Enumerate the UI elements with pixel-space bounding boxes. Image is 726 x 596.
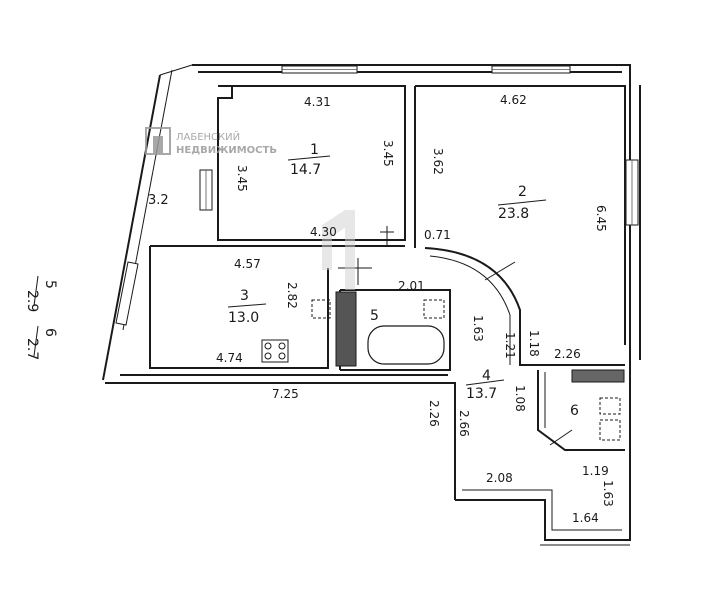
room-6-number: 6 bbox=[570, 403, 579, 419]
room-5-number: 5 bbox=[370, 308, 379, 324]
watermark: ЛАБЕНСКИЙ НЕДВИЖИМОСТЬ bbox=[145, 127, 355, 290]
dim-balcony: 3.2 bbox=[148, 193, 169, 208]
watermark-line2: НЕДВИЖИМОСТЬ bbox=[176, 145, 277, 156]
watermark-line1: ЛАБЕНСКИЙ bbox=[176, 130, 240, 143]
room-1-number: 1 bbox=[310, 142, 319, 158]
dim-r3-top: 4.57 bbox=[234, 257, 261, 271]
room-4-number: 4 bbox=[482, 368, 491, 384]
dim-r1-top: 4.31 bbox=[304, 95, 331, 109]
dim-r3-right: 2.82 bbox=[285, 282, 299, 309]
bathtub bbox=[367, 325, 445, 365]
room-2-area: 23.8 bbox=[498, 206, 529, 222]
room-4-area: 13.7 bbox=[466, 386, 497, 402]
toilet-r6 bbox=[599, 419, 621, 441]
dim-hall-d: 2.26 bbox=[554, 347, 581, 361]
dim-r2-left: 3.62 bbox=[431, 148, 445, 175]
dim-r5-top: 2.01 bbox=[398, 279, 425, 293]
dim-r6-c: 1.64 bbox=[572, 511, 599, 525]
toilet-r3 bbox=[311, 299, 331, 319]
room-2-number: 2 bbox=[518, 184, 527, 200]
room-3-number: 3 bbox=[240, 288, 249, 304]
sink bbox=[423, 299, 445, 319]
dimension-labels: 4.31 3.45 3.45 4.30 4.62 3.62 6.45 0.71 … bbox=[148, 93, 615, 525]
side-5-number: 5 bbox=[42, 280, 58, 289]
side-5-area: 2.9 bbox=[24, 290, 40, 312]
dim-hall-f: 2.66 bbox=[457, 410, 471, 437]
dim-r1-bottom: 4.30 bbox=[310, 225, 337, 239]
dim-r6-b: 1.63 bbox=[601, 480, 615, 507]
side-6-area: 2.7 bbox=[24, 338, 40, 360]
watermark-mark-icon bbox=[322, 210, 355, 290]
dim-r2-top: 4.62 bbox=[500, 93, 527, 107]
dim-r2-hall: 0.71 bbox=[424, 228, 451, 242]
ventilation-shaft bbox=[335, 291, 357, 367]
dim-hall-b: 1.21 bbox=[503, 332, 517, 359]
outer-walls bbox=[102, 64, 641, 546]
dim-total-width: 7.25 bbox=[272, 387, 299, 401]
dim-hall-c: 1.18 bbox=[527, 330, 541, 357]
dim-r1-left: 3.45 bbox=[235, 165, 249, 192]
dim-r2-right: 6.45 bbox=[594, 205, 608, 232]
fixtures bbox=[261, 291, 625, 441]
dim-entry: 2.08 bbox=[486, 471, 513, 485]
dim-hall-a: 1.63 bbox=[471, 315, 485, 342]
stove bbox=[261, 339, 289, 363]
shaft-right bbox=[571, 369, 625, 383]
dim-hall-g: 2.26 bbox=[427, 400, 441, 427]
room-1-area: 14.7 bbox=[290, 162, 321, 178]
room-labels: 1 14.7 2 23.8 3 13.0 4 13.7 5 6 bbox=[227, 142, 579, 419]
dim-hall-e: 1.08 bbox=[513, 385, 527, 412]
side-legend: 5 2.9 6 2.7 bbox=[24, 275, 58, 360]
dim-r3-bottom: 4.74 bbox=[216, 351, 243, 365]
sink-r6 bbox=[599, 397, 621, 415]
dim-r6-a: 1.19 bbox=[582, 464, 609, 478]
windows bbox=[115, 65, 639, 326]
room-3-area: 13.0 bbox=[228, 310, 259, 326]
dim-r1-right: 3.45 bbox=[381, 140, 395, 167]
side-6-number: 6 bbox=[42, 328, 58, 337]
window-left-slant bbox=[115, 261, 139, 326]
